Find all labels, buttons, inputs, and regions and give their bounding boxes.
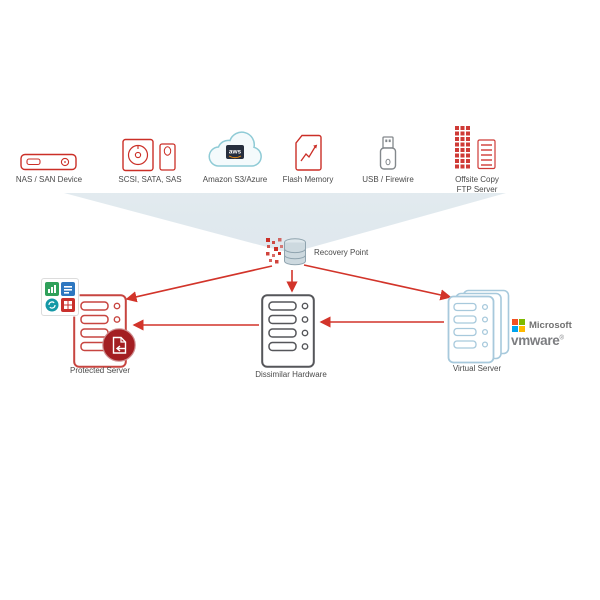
nas-device-icon xyxy=(20,153,77,171)
arrow-recovery-to-protected xyxy=(125,265,273,303)
sd-card-icon xyxy=(295,134,322,171)
vmware-registered-mark: ® xyxy=(559,335,564,342)
microsoft-logo-text: Microsoft xyxy=(529,320,572,331)
node-label: Flash Memory xyxy=(282,175,334,184)
virtual-server-icon xyxy=(447,289,510,364)
node-flash-memory: Flash Memory xyxy=(272,126,344,185)
node-label: SCSI, SATA, SAS xyxy=(118,175,182,184)
cloud-icon-area: aws xyxy=(202,126,268,172)
dissimilar-hardware-icon xyxy=(261,294,315,368)
arrow-recovery-to-virtual xyxy=(303,264,452,301)
node-amazon-s3-azure: aws Amazon S3/Azure xyxy=(196,126,274,185)
sd-card-icon-area xyxy=(294,126,322,172)
microsoft-logo-icon xyxy=(512,319,525,332)
node-offsite-ftp: Offsite Copy FTP Server xyxy=(441,126,513,196)
usb-stick-icon xyxy=(379,136,397,170)
protected-server-label: Protected Server xyxy=(69,366,131,375)
cloud-icon: aws xyxy=(208,131,262,167)
ftp-server-icon-area xyxy=(454,126,500,172)
vmware-logo: vmware® xyxy=(511,333,564,348)
microsoft-logo: Microsoft xyxy=(512,319,572,332)
protected-apps-overlay xyxy=(41,278,79,316)
node-label: Offsite Copy FTP Server xyxy=(455,175,499,195)
node-nas-san: NAS / SAN Device xyxy=(10,126,88,185)
vmware-logo-text: vmware xyxy=(511,333,560,348)
app-sync-icon xyxy=(45,298,59,312)
ftp-server-buildings-icon xyxy=(455,126,496,170)
usb-icon-area xyxy=(378,126,398,172)
aws-logo-text: aws xyxy=(229,149,242,156)
node-label: Amazon S3/Azure xyxy=(202,175,268,184)
nas-san-icon xyxy=(20,126,78,172)
dissimilar-hardware-label: Dissimilar Hardware xyxy=(255,370,327,379)
disk-drive-icons xyxy=(122,126,178,172)
aws-logo-box xyxy=(226,145,244,159)
node-scsi-sata-sas: SCSI, SATA, SAS xyxy=(108,126,192,185)
app-red-grid-icon xyxy=(61,298,75,312)
recovery-point-label: Recovery Point xyxy=(314,247,369,257)
node-label: USB / Firewire xyxy=(362,175,414,184)
restore-badge-icon xyxy=(102,328,136,362)
node-usb-firewire: USB / Firewire xyxy=(352,126,424,185)
node-recovery-point: Recovery Point xyxy=(264,236,368,268)
app-green-chart-icon xyxy=(45,282,59,296)
virtual-server-label: Virtual Server xyxy=(452,364,502,373)
node-label: NAS / SAN Device xyxy=(15,175,83,184)
recovery-point-icon xyxy=(266,238,306,266)
disk-drives-icon xyxy=(122,138,176,172)
app-blue-doc-icon xyxy=(61,282,75,296)
